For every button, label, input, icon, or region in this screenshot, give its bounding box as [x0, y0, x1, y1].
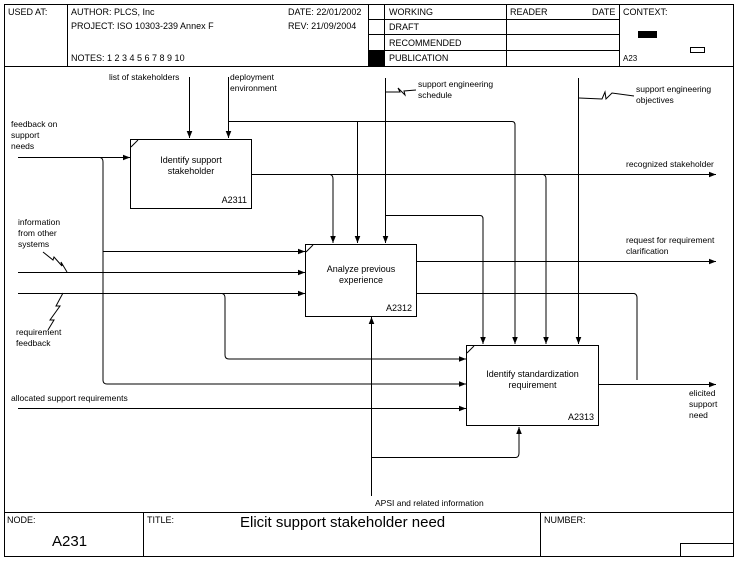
- context-label: CONTEXT:: [623, 7, 668, 17]
- rev-field: REV: 21/09/2004: [288, 21, 357, 31]
- context-box: [690, 47, 705, 53]
- activity-box-a2313[interactable]: Identify standardization requirement A23…: [466, 345, 599, 426]
- callout-information: [42, 251, 68, 273]
- header-grid: [4, 4, 734, 67]
- arrow-apsi-a2313: [372, 427, 522, 458]
- date-field: DATE: 22/01/2002: [288, 7, 362, 17]
- activity-name: Identify standardization requirement: [486, 369, 579, 390]
- activity-number: A2311: [221, 195, 247, 205]
- arrow-feedback-branch: [99, 157, 466, 387]
- date-label: DATE: [592, 7, 616, 17]
- label-support-engineering-objectives: support engineering objectives: [636, 84, 712, 105]
- activity-number: A2313: [567, 412, 594, 422]
- arrow-recognized-stakeholder-to-a2313: [542, 174, 549, 344]
- callout-requirement: [47, 292, 64, 331]
- arrow-requirement-feedback-branch: [221, 293, 466, 362]
- diagram-title: Elicit support stakeholder need: [240, 514, 446, 531]
- label-apsi-and-related-information: APSI and related information: [375, 498, 484, 508]
- node-value: A231: [52, 533, 88, 550]
- arrow-deployment-environment-branch: [229, 121, 518, 344]
- author-field: AUTHOR: PLCS, Inc: [71, 7, 155, 17]
- activity-box-a2312[interactable]: Analyze previous experience A2312: [305, 244, 417, 317]
- context-node: A23: [623, 54, 638, 63]
- number-label: NUMBER:: [544, 515, 586, 525]
- activity-number: A2312: [385, 303, 412, 313]
- callout-objectives: [578, 90, 635, 101]
- footer-grid: [4, 512, 734, 556]
- arrow-schedule-branch: [386, 215, 486, 344]
- label-request-for-requirement-clarification: request for requirement clarification: [626, 235, 715, 256]
- label-list-of-stakeholders: list of stakeholders: [109, 72, 180, 82]
- label-support-engineering-schedule: support engineering schedule: [418, 79, 494, 100]
- label-feedback-on-support-needs: feedback on support needs: [11, 119, 58, 151]
- activity-box-a2311[interactable]: Identify support stakeholder A2311: [130, 139, 252, 209]
- reader-label: READER: [510, 7, 548, 17]
- activity-name: Identify support stakeholder: [160, 155, 222, 176]
- status-working[interactable]: WORKING: [389, 7, 433, 17]
- title-label: TITLE:: [147, 515, 175, 525]
- status-publication[interactable]: PUBLICATION: [389, 53, 449, 63]
- publication-status-marker: [369, 51, 384, 66]
- label-recognized-stakeholder: recognized stakeholder: [626, 159, 714, 169]
- status-recommended[interactable]: RECOMMENDED: [389, 38, 462, 48]
- arrow-a2312-output: [416, 293, 638, 380]
- label-requirement-feedback: requirement feedback: [16, 327, 62, 348]
- label-elicited-support-need: elicited support need: [689, 388, 718, 420]
- arrow-recognized-stakeholder-to-a2312: [329, 174, 336, 243]
- label-information-from-other-systems: information from other systems: [18, 217, 61, 249]
- status-draft[interactable]: DRAFT: [389, 22, 419, 32]
- activity-name: Analyze previous experience: [326, 264, 396, 285]
- node-label: NODE:: [7, 515, 36, 525]
- label-deployment-environment: deployment environment: [230, 72, 277, 93]
- callout-schedule: [386, 87, 417, 97]
- context-highlight-box: [638, 31, 657, 38]
- notes-field: NOTES: 1 2 3 4 5 6 7 8 9 10: [71, 53, 185, 63]
- label-allocated-support-requirements: allocated support requirements: [11, 393, 128, 403]
- project-field: PROJECT: ISO 10303-239 Annex F: [71, 21, 214, 31]
- used-at-label: USED AT:: [8, 7, 48, 17]
